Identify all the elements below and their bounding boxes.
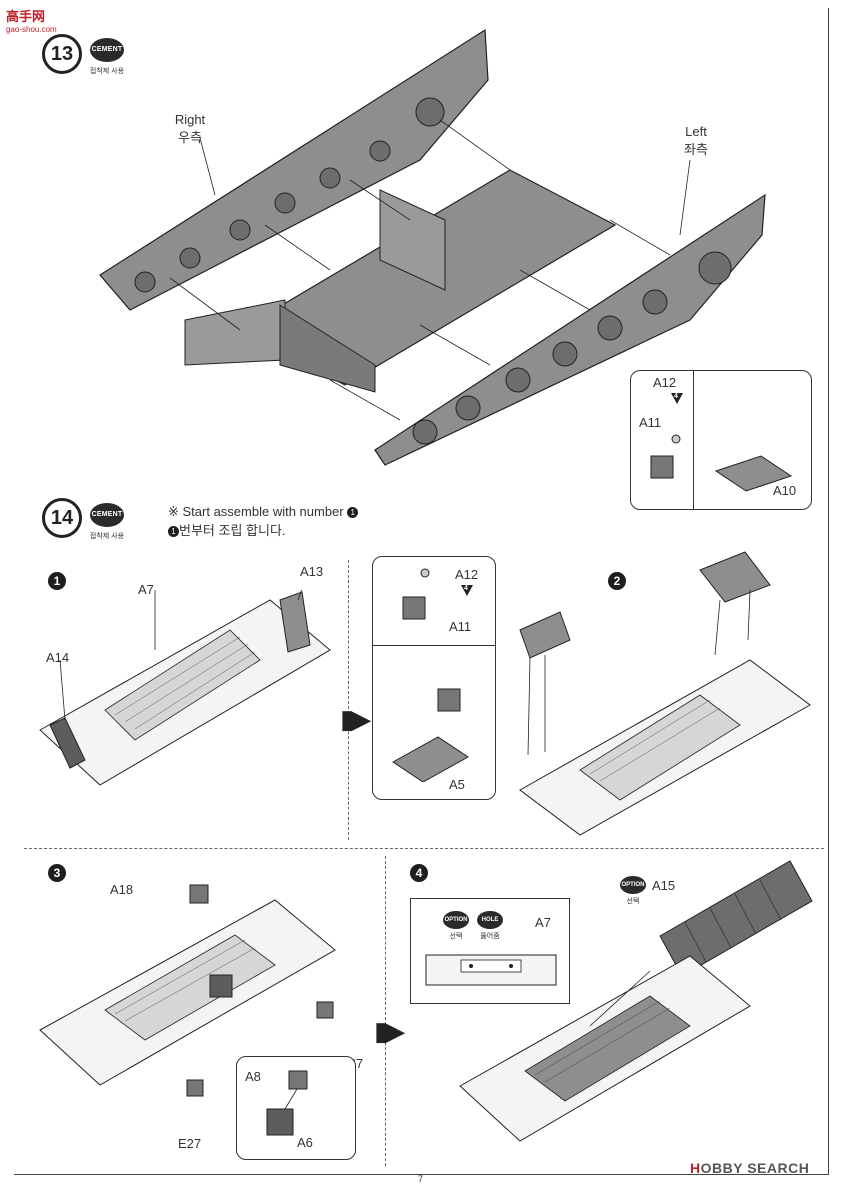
note-en: ※ Start assemble with number: [168, 504, 344, 519]
inset-hole-sub: 뚫어줌: [480, 933, 500, 940]
substep-1-number: 1: [48, 572, 66, 590]
step-13-cement-badge: CEMENT: [90, 38, 124, 62]
right-side-wall: [99, 28, 489, 311]
a12-quantity-badge: 4: [671, 393, 683, 404]
brand-watermark: HOBBY SEARCH: [690, 1160, 809, 1176]
step-13-number: 13: [42, 34, 82, 74]
substep-1-callout: A12 4 A11 A5: [372, 556, 496, 800]
note-dot-2: 1: [168, 526, 179, 538]
part-label-a11: A11: [639, 415, 662, 430]
part-label-a7: A7: [138, 582, 154, 597]
part-label-a15: A15: [652, 878, 676, 893]
substep-3-drawing: [39, 884, 336, 1097]
callout-part-a5: A5: [449, 777, 465, 792]
divider-h: [24, 848, 824, 849]
callout-part-a11: A11: [449, 619, 472, 634]
callout-part-a8: A8: [245, 1069, 261, 1084]
hull-assembly-drawing: [99, 28, 766, 466]
part-label-a10: A10: [773, 483, 797, 498]
part-label-a14: A14: [46, 650, 70, 665]
divider-v-bottom: [385, 856, 386, 1166]
note-dot-1: 1: [347, 507, 359, 519]
left-label-en: Left: [685, 124, 707, 139]
substep-4-option-sub: 선택: [626, 898, 640, 905]
step-14-number: 14: [42, 498, 82, 538]
step-13-cement-sub: 접착제 사용: [89, 68, 125, 75]
part-label-e27-left: E27: [178, 1136, 202, 1151]
part-label-a18: A18: [110, 882, 134, 897]
step-14-cement-badge: CEMENT: [90, 503, 124, 527]
part-label-a13: A13: [300, 564, 324, 579]
right-label-ko: 우측: [178, 130, 202, 145]
inset-option-sub: 선택: [449, 933, 463, 940]
step-13-callout: A12 4 A11 A10: [630, 370, 812, 510]
flow-arrow-1: ▮▶: [340, 704, 371, 734]
inset-part-a7: A7: [535, 915, 551, 930]
substep-3-number: 3: [48, 864, 66, 882]
rear-bulkhead: [379, 189, 446, 291]
inset-hole-badge: HOLE: [477, 911, 503, 929]
substep-4-number: 4: [410, 864, 428, 882]
front-plate: [184, 299, 286, 366]
brand-mark: H: [690, 1160, 701, 1176]
a12-quantity: 4: [674, 393, 678, 400]
right-label-en: Right: [174, 112, 206, 127]
substep-3-callout: A8 A6: [236, 1056, 356, 1160]
step-14-cement-sub: 접착제 사용: [89, 533, 125, 540]
substep-4-drawing: [459, 860, 813, 1142]
callout-part-a6: A6: [297, 1135, 313, 1150]
flow-arrow-2: ▮▶: [374, 1016, 405, 1046]
substep-4-inset: OPTION 선택 HOLE 뚫어줌 A7: [410, 898, 570, 1004]
left-label-ko: 좌측: [684, 142, 708, 157]
inset-option-badge: OPTION: [443, 911, 469, 929]
watermark-url: gao-shou.com: [6, 25, 57, 34]
right-label: Right 우측: [160, 112, 220, 146]
substep-1-drawing: [39, 590, 331, 786]
watermark: 高手网 gao-shou.com: [6, 6, 76, 34]
callout-part-a12: A12: [455, 567, 479, 582]
callout-a12-quantity: 4: [464, 585, 468, 592]
note-ko: 번부터 조립 합니다.: [179, 523, 286, 538]
substep-4-option-badge: OPTION: [620, 876, 646, 894]
brand-text: OBBY SEARCH: [700, 1160, 810, 1176]
callout-a12-quantity-badge: 4: [461, 585, 473, 596]
page-number: 7: [418, 1174, 424, 1184]
part-label-a12: A12: [653, 375, 677, 390]
page-frame: [14, 8, 829, 1175]
left-label: Left 좌측: [666, 124, 726, 158]
substep-2-number: 2: [608, 572, 626, 590]
watermark-title: 高手网: [6, 9, 46, 24]
substep-2-drawing: [519, 551, 811, 836]
divider-v-top: [348, 560, 349, 840]
